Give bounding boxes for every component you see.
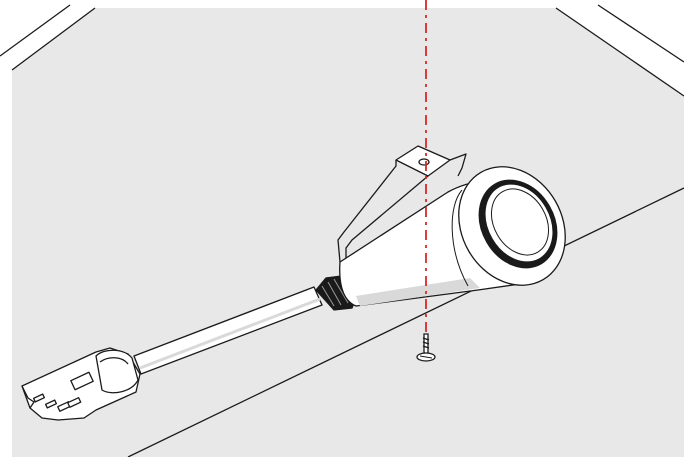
panel-lower-edge — [127, 187, 684, 457]
cable-shade — [139, 297, 321, 370]
panel-outer-edge-left — [0, 4, 71, 57]
cable — [133, 286, 323, 375]
panel-top-edge — [11, 7, 96, 71]
gland-ridge-2 — [327, 281, 342, 306]
plug-pin-4 — [67, 397, 82, 408]
housing-lens-inner — [490, 188, 550, 256]
bracket-side-post — [449, 153, 467, 177]
plug-collar — [95, 349, 139, 394]
mounting-bracket — [337, 145, 467, 266]
gland-ridge-1 — [321, 285, 335, 307]
housing-seam — [451, 189, 469, 287]
panel-outer-edge-right — [597, 4, 684, 63]
plug-latch — [70, 371, 94, 391]
plug-collar-inner — [99, 357, 129, 365]
plug-face — [21, 385, 35, 409]
screw-thread-3 — [422, 345, 430, 349]
bracket-arm-outer — [337, 160, 397, 263]
housing-shade — [356, 278, 480, 306]
screw-thread-2 — [422, 341, 430, 345]
mounting-screw — [416, 333, 436, 362]
bracket-screw-hole — [418, 158, 430, 166]
bracket-arm-inner — [345, 175, 429, 266]
screw-head-slot — [419, 355, 433, 359]
sensor-housing — [339, 166, 566, 307]
panel-right-edge — [555, 7, 684, 97]
plug-pin-1 — [32, 393, 46, 403]
connector-plug — [21, 347, 141, 421]
gland-ridge-3 — [333, 278, 349, 304]
plug-pin-2 — [44, 399, 58, 409]
screw-thread-1 — [422, 337, 430, 341]
